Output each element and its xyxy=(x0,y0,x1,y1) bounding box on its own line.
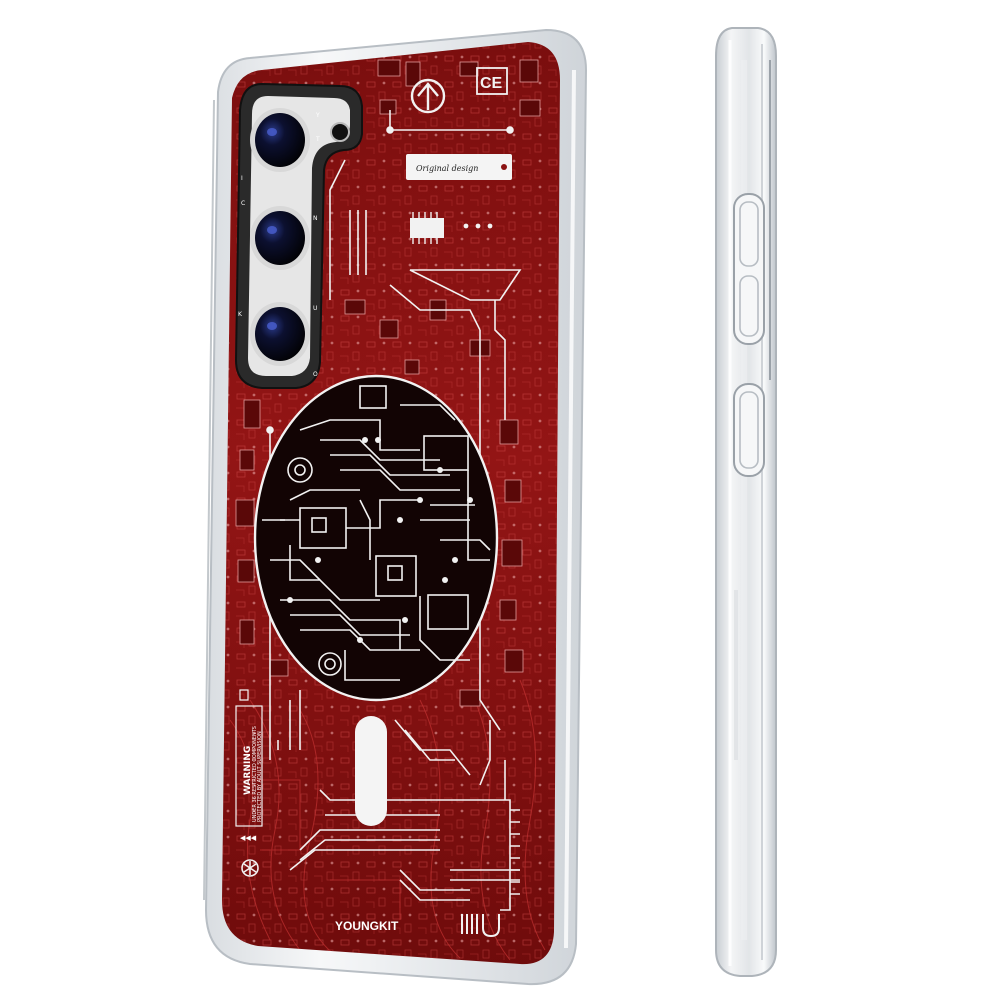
pcb-print-back: Original design CE xyxy=(222,42,560,965)
ce-mark-text: CE xyxy=(480,75,503,92)
magsafe-alignment-pill xyxy=(355,716,387,826)
warning-line-2: PROTECTED BY ADULT SUPERVISION xyxy=(257,731,263,822)
brand-label: YOUNGKIT xyxy=(335,919,399,933)
svg-text:O: O xyxy=(313,371,318,378)
ic-chip xyxy=(410,212,493,244)
camera-side-letters: Y T I C N U K O xyxy=(238,112,320,378)
disc-circuit-nodes xyxy=(287,437,473,643)
case-side-view xyxy=(715,27,777,977)
pcb-components xyxy=(235,59,541,707)
up-arrow-logo xyxy=(410,78,446,114)
original-design-text: Original design xyxy=(416,164,478,173)
camera-lens-3 xyxy=(250,302,310,366)
warning-label: WARNING UNDER 36 RESTRICTED COMPONENTS P… xyxy=(235,689,263,842)
camera-lens-2 xyxy=(250,206,310,270)
svg-text:U: U xyxy=(313,305,317,312)
original-design-badge: Original design xyxy=(406,154,512,180)
svg-text:N: N xyxy=(313,215,318,222)
svg-text:T: T xyxy=(315,136,320,143)
camera-flash xyxy=(330,122,350,142)
brand-symbol-icon xyxy=(241,859,259,877)
svg-text:◀◀◀: ◀◀◀ xyxy=(240,834,257,842)
svg-text:C: C xyxy=(241,200,245,207)
case-back-view: Original design CE xyxy=(203,28,588,986)
warning-title: WARNING xyxy=(243,746,253,795)
pattern-mark-icon xyxy=(461,914,500,938)
camera-island: Y T I C N U K O xyxy=(234,82,363,389)
power-button-cover xyxy=(733,383,765,477)
svg-text:Y: Y xyxy=(315,112,320,119)
camera-lens-1 xyxy=(250,108,310,172)
magsafe-circuit-disc xyxy=(253,374,499,702)
connector-pins xyxy=(510,809,520,895)
svg-text:K: K xyxy=(238,311,243,318)
volume-button-cover xyxy=(733,193,765,345)
warning-line-1: UNDER 36 RESTRICTED COMPONENTS xyxy=(252,726,258,822)
ce-mark: CE xyxy=(476,67,508,95)
pcb-white-traces xyxy=(266,110,522,911)
svg-text:I: I xyxy=(241,175,243,182)
